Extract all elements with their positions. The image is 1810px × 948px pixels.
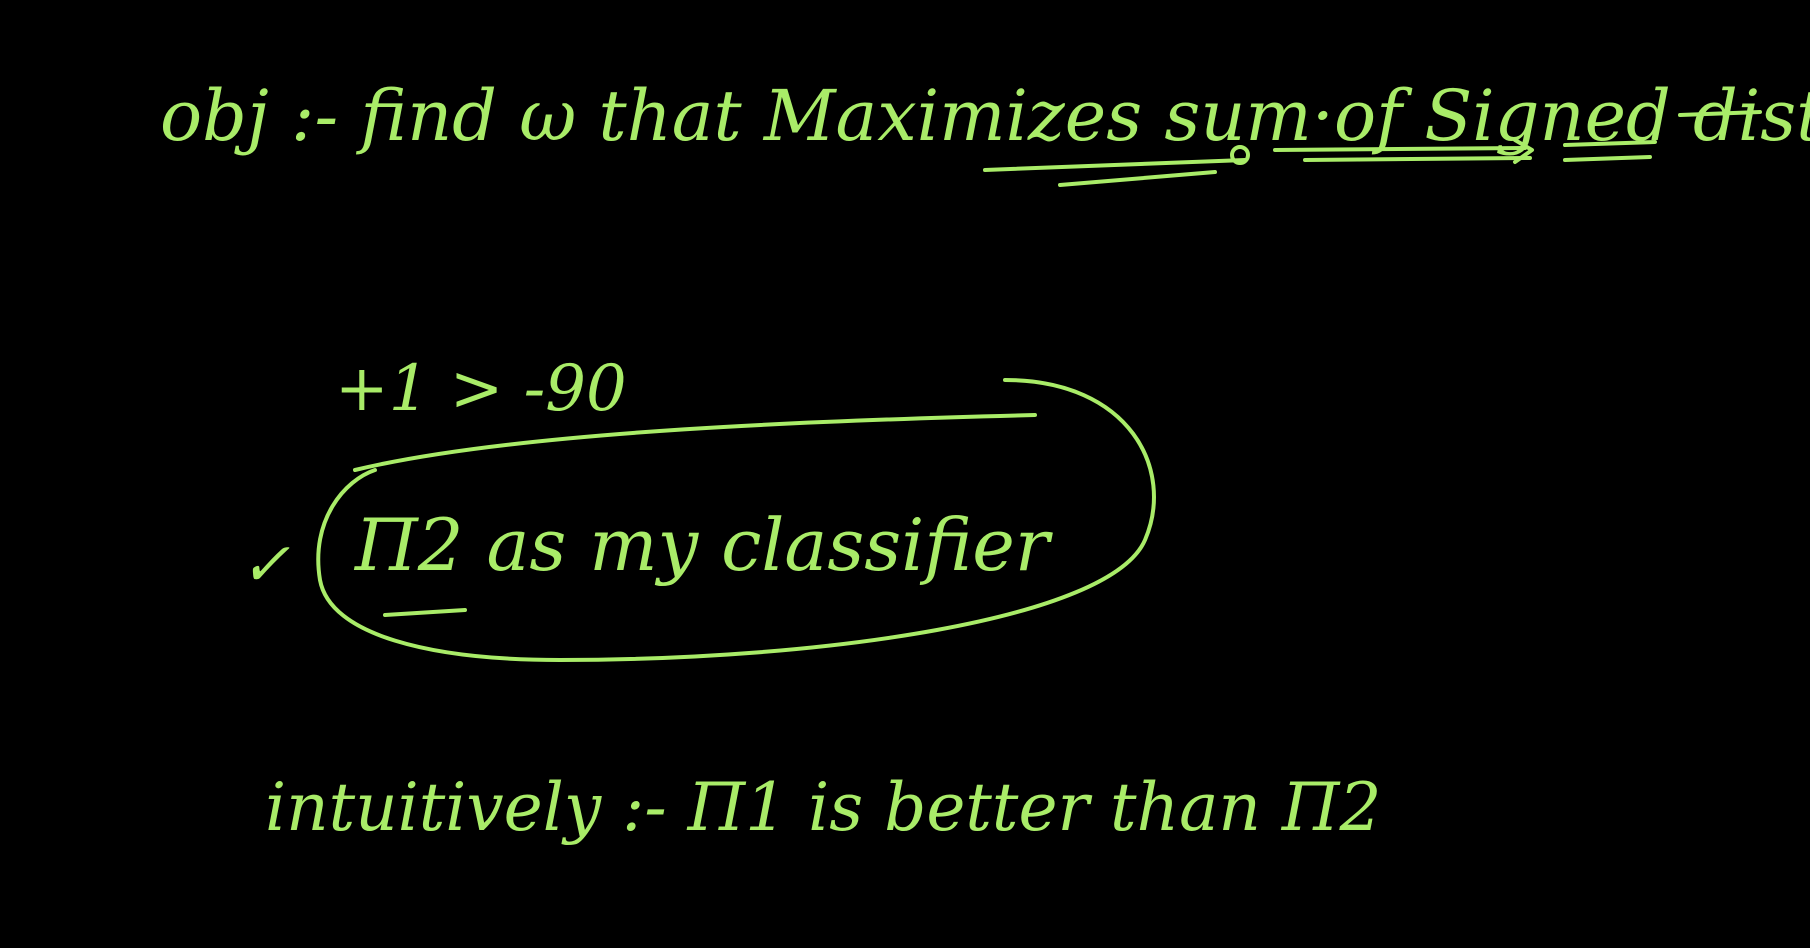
arrow-head-icon xyxy=(1513,138,1534,164)
objective-underline xyxy=(983,158,1247,172)
classifier-circle xyxy=(316,378,1156,662)
intuition-text: intuitively :- Π1 is better than Π2 xyxy=(265,769,1381,846)
underline-node-icon xyxy=(1230,145,1250,165)
dist-underline xyxy=(1563,140,1657,147)
dist-overline xyxy=(1678,110,1762,117)
signed-underline xyxy=(1273,146,1527,152)
signed-underline-2 xyxy=(1303,156,1532,162)
margin-note-text: +1 > -90 xyxy=(335,352,627,426)
dist-underline-2 xyxy=(1563,155,1652,162)
classifier-text: Π2 as my classifier xyxy=(353,503,1053,587)
objective-text: obj :- find ω that Maximizes sum·of Sign… xyxy=(160,75,1810,157)
check-icon: ✓ xyxy=(240,530,290,600)
objective-underline-2 xyxy=(1058,170,1217,187)
classifier-underline xyxy=(383,608,467,617)
